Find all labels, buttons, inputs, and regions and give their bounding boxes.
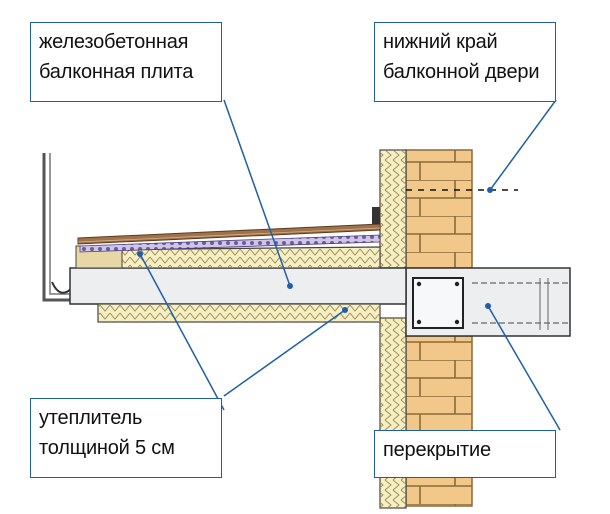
label-line: толщиной 5 см bbox=[39, 437, 175, 459]
leader-lines bbox=[139, 99, 561, 431]
balcony-railing bbox=[42, 153, 73, 302]
floor-finish bbox=[77, 207, 381, 245]
balcony-slab bbox=[69, 267, 407, 305]
waterproofing-membrane bbox=[79, 234, 381, 253]
floor-slab bbox=[405, 267, 571, 337]
leader-insulation-bottom bbox=[223, 309, 346, 397]
label-line: балконная плита bbox=[39, 61, 194, 83]
leader-dots bbox=[137, 187, 493, 313]
label-door-edge: нижний край балконной двери bbox=[374, 22, 556, 102]
underslab-insulation bbox=[97, 303, 381, 323]
label-balcony-slab: железобетонная балконная плита bbox=[30, 22, 222, 102]
label-line: железобетонная bbox=[39, 31, 189, 53]
leader-floor bbox=[487, 305, 561, 431]
label-floor-slab: перекрытие bbox=[374, 430, 556, 478]
label-line: балконной двери bbox=[383, 61, 540, 83]
leader-insulation-top bbox=[139, 253, 225, 411]
label-line: перекрытие bbox=[383, 439, 491, 461]
label-line: утеплитель bbox=[39, 407, 143, 429]
label-line: нижний край bbox=[383, 31, 498, 53]
topside-insulation bbox=[75, 245, 381, 269]
leader-slab bbox=[223, 99, 291, 287]
leader-door bbox=[489, 99, 557, 191]
label-insulation: утеплитель толщиной 5 см bbox=[30, 398, 222, 478]
